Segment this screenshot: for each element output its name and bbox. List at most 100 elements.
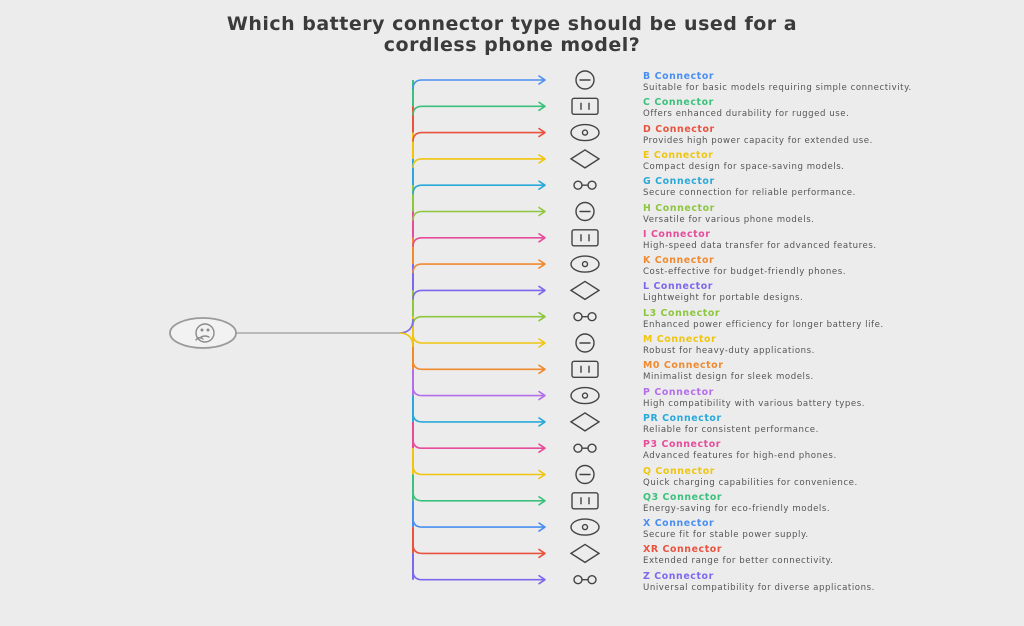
connector-description: Cost-effective for budget-friendly phone… [643,267,847,278]
connector-label: D Connector [643,123,715,135]
b-connector-icon [575,70,595,90]
branch-line [412,544,545,555]
xr-connector-icon [569,543,601,564]
branch-line [412,105,545,116]
connector-label: H Connector [643,202,715,214]
connector-label: M Connector [643,334,717,345]
branch-arrow [538,75,546,85]
connector-label: B Connector [643,71,715,82]
root-curve-up [398,318,414,334]
connector-label: Q Connector [643,465,715,477]
connector-description: Compact design for space-saving models. [643,161,845,172]
branch-arrow [538,364,546,375]
branch-line [412,570,545,581]
c-connector-icon [571,97,599,116]
e-connector-icon [569,149,601,169]
connector-description: Provides high power capacity for extende… [643,135,873,146]
branch-arrow [538,285,546,296]
connector-description: High compatibility with various battery … [643,398,866,409]
thinking-face-icon [195,323,215,343]
branch-line [412,184,545,195]
branch-arrow [538,443,546,453]
connector-label: I Connector [643,228,711,240]
connector-label: K Connector [643,255,715,267]
branch-arrow [538,233,546,243]
branch-line [412,158,545,168]
l3-connector-icon [573,312,597,322]
connector-description: Versatile for various phone models. [643,214,815,225]
root-node-circle [169,317,237,349]
branch-line [412,333,545,344]
branch-arrow [538,548,546,559]
root-node [169,317,237,349]
diagram-title: Which battery connector type should be u… [0,14,1024,56]
connector-label: Q3 Connector [643,491,723,503]
connector-description: Lightweight for portable designs. [643,293,804,304]
connector-label: G Connector [643,176,715,188]
q3-connector-icon [571,492,599,510]
branch-arrow [538,180,546,190]
branch-line [412,263,545,274]
connector-description: Advanced features for high-end phones. [643,451,837,462]
branch-arrow [538,259,546,269]
connector-description: Minimalist design for sleek models. [643,372,814,383]
connector-label: P Connector [643,386,714,398]
connector-label: E Connector [643,149,714,161]
m-connector-icon [575,333,595,353]
branch-arrow [538,206,546,217]
connector-description: Secure fit for stable power supply. [643,530,809,541]
branch-arrow [538,522,546,532]
connector-label: L Connector [643,281,713,293]
branch-arrow [538,574,546,585]
connector-label: M0 Connector [643,360,724,372]
branch-line [412,386,545,397]
connector-description: Suitable for basic models requiring simp… [643,83,912,93]
branch-line [412,439,545,449]
connector-description: Offers enhanced durability for rugged us… [643,109,850,120]
branch-arrow [538,469,546,480]
p-connector-icon [570,386,600,405]
connector-description: Secure connection for reliable performan… [643,188,856,199]
connector-description: Energy-saving for eco-friendly models. [643,503,831,514]
branch-line [412,315,545,326]
connector-label: Z Connector [643,570,714,582]
connector-label: X Connector [643,518,715,530]
d-connector-icon [570,123,600,142]
branch-arrow [538,390,546,401]
branch-arrow [538,417,546,427]
connector-description: Reliable for consistent performance. [643,424,819,435]
connector-description: Universal compatibility for diverse appl… [643,582,875,593]
k-connector-icon [570,255,600,273]
connector-label: C Connector [643,97,714,109]
connector-label: PR Connector [643,412,722,424]
branch-arrow [538,496,546,506]
i-connector-icon [571,229,599,247]
pr-connector-icon [569,412,601,432]
connector-description: Enhanced power efficiency for longer bat… [643,319,884,330]
branch-line [412,210,545,221]
title-line-2: cordless phone model? [383,34,641,56]
connector-description: Extended range for better connectivity. [643,556,834,567]
g-connector-icon [573,180,597,190]
p3-connector-icon [573,443,597,453]
connector-description: Robust for heavy-duty applications. [643,346,815,356]
branch-line [412,360,545,371]
branch-arrow [538,101,546,112]
branch-line [412,289,545,300]
branch-arrow [538,154,546,164]
connector-label: L3 Connector [643,307,721,319]
branch-arrow [538,311,546,322]
branch-lines [236,75,546,585]
branch-line [412,412,545,423]
branch-line [412,518,545,528]
connector-label: XR Connector [643,544,723,556]
branch-line [412,491,545,502]
q-connector-icon [575,464,595,485]
x-connector-icon [570,518,600,536]
connector-label: P3 Connector [643,439,721,451]
l-connector-icon [569,280,601,301]
branch-line [412,131,545,142]
m0-connector-icon [571,360,599,378]
branch-line [412,465,545,476]
